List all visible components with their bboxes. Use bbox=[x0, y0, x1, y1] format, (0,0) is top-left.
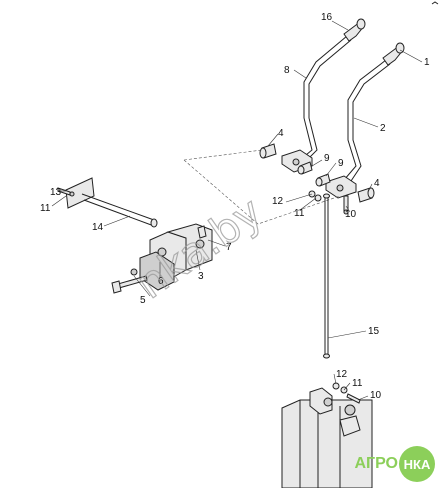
callout-4-right: 4 bbox=[374, 178, 380, 189]
callout-numbers: 16 1 8 2 4 9 9 4 13 12 11 11 10 14 7 3 6… bbox=[40, 12, 430, 401]
callout-12-upper: 12 bbox=[272, 196, 284, 207]
brand-circle: НКА bbox=[399, 446, 435, 482]
callout-11-lower: 11 bbox=[352, 378, 363, 389]
callout-14: 14 bbox=[92, 222, 104, 233]
callout-11-left: 11 bbox=[40, 203, 51, 214]
washer-11-12-upper bbox=[308, 190, 322, 202]
brand-logo: АГРО НКА bbox=[354, 446, 435, 482]
lower-mechanism bbox=[281, 382, 373, 488]
lever-8 bbox=[299, 35, 352, 163]
knob-16 bbox=[343, 18, 366, 42]
callout-15: 15 bbox=[368, 326, 380, 337]
callout-16: 16 bbox=[321, 12, 333, 23]
rod-15 bbox=[323, 193, 330, 359]
leader-lines bbox=[51, 20, 423, 401]
callout-2: 2 bbox=[380, 123, 386, 134]
brand-left-text: АГРО bbox=[354, 455, 398, 472]
lever-2-hub bbox=[325, 175, 357, 199]
assembly-guide bbox=[183, 149, 341, 225]
bracket-assembly bbox=[139, 223, 213, 291]
lever-2 bbox=[343, 59, 391, 185]
callout-9-upper: 9 bbox=[324, 153, 330, 164]
callout-1: 1 bbox=[424, 57, 430, 68]
bushing-4-right bbox=[357, 187, 375, 203]
bushing-9-lower bbox=[315, 173, 331, 187]
bushing-4-left bbox=[259, 143, 277, 159]
callout-4-left: 4 bbox=[278, 128, 284, 139]
corner-mark bbox=[431, 1, 439, 5]
callout-13: 13 bbox=[50, 187, 62, 198]
callout-7: 7 bbox=[226, 242, 232, 253]
callout-8: 8 bbox=[284, 65, 290, 76]
bushing-9-upper bbox=[297, 161, 313, 175]
callout-12-lower: 12 bbox=[336, 369, 348, 380]
callout-10-lower: 10 bbox=[370, 390, 382, 401]
callout-3: 3 bbox=[198, 271, 204, 282]
brand-circle-text: НКА bbox=[403, 456, 431, 472]
bolt-13 bbox=[57, 187, 75, 197]
callout-5: 5 bbox=[140, 295, 146, 306]
knob-1 bbox=[382, 42, 405, 66]
callout-9-lower: 9 bbox=[338, 158, 344, 169]
callout-6: 6 bbox=[158, 276, 164, 287]
callout-10-upper: 10 bbox=[345, 209, 357, 220]
shaft-14 bbox=[65, 177, 158, 228]
watermark-text: nka.by bbox=[128, 187, 271, 308]
bolt-5 bbox=[111, 268, 148, 294]
callout-11-upper: 11 bbox=[294, 208, 305, 219]
